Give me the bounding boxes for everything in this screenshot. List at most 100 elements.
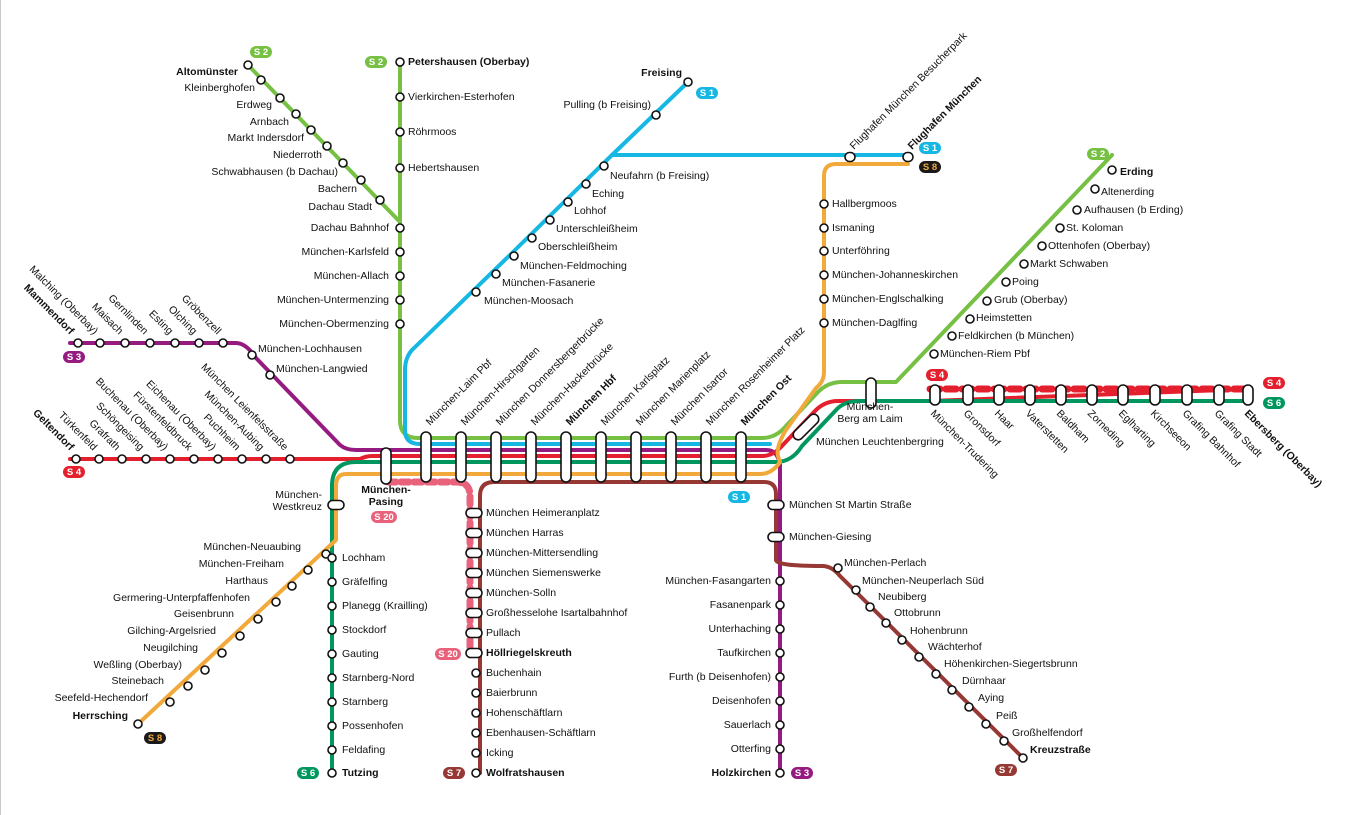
station-markt_schwaben[interactable] <box>1019 259 1029 269</box>
station-pasing[interactable] <box>380 447 392 485</box>
station-malching[interactable] <box>95 338 105 348</box>
station-mammendorf[interactable] <box>73 338 83 348</box>
station-fuerstenfeldbruck[interactable] <box>189 454 199 464</box>
station-hallbergmoos[interactable] <box>819 199 829 209</box>
station-ost[interactable] <box>735 431 747 483</box>
station-st_martin_strasse[interactable] <box>767 499 785 511</box>
station-dachau_bahnhof[interactable] <box>395 223 405 233</box>
station-flughafen_besucherpark[interactable] <box>844 151 856 163</box>
station-otterfing[interactable] <box>775 744 785 754</box>
station-roehrmoos[interactable] <box>395 127 405 137</box>
station-laim[interactable] <box>420 431 432 483</box>
station-johanneskirchen[interactable] <box>819 270 829 280</box>
station-eichenau[interactable] <box>213 454 223 464</box>
station-ottobrunn[interactable] <box>881 618 891 628</box>
station-hoellriegelskreuth[interactable] <box>465 647 483 659</box>
station-possenhofen[interactable] <box>327 721 337 731</box>
station-haar[interactable] <box>993 384 1005 406</box>
station-geltendorf[interactable] <box>71 454 81 464</box>
station-planegg[interactable] <box>327 601 337 611</box>
station-furth[interactable] <box>775 672 785 682</box>
station-perlach[interactable] <box>833 563 843 573</box>
station-erding[interactable] <box>1107 165 1117 175</box>
station-niederroth[interactable] <box>322 141 332 151</box>
station-duernhaar[interactable] <box>947 685 957 695</box>
station-bachern[interactable] <box>356 175 366 185</box>
station-vierkirchen[interactable] <box>395 92 405 102</box>
station-dachau_stadt[interactable] <box>375 195 385 205</box>
station-lochham[interactable] <box>327 553 337 563</box>
station-buchenau[interactable] <box>165 454 175 464</box>
station-freiham[interactable] <box>303 565 313 575</box>
station-isartor[interactable] <box>665 431 677 483</box>
station-karlsfeld[interactable] <box>395 247 405 257</box>
station-westkreuz[interactable] <box>327 499 345 511</box>
station-marienplatz[interactable] <box>630 431 642 483</box>
station-erdweg[interactable] <box>275 93 285 103</box>
station-baierbrunn[interactable] <box>471 688 481 698</box>
station-grafing_bahnhof[interactable] <box>1181 384 1193 406</box>
station-allach[interactable] <box>395 271 405 281</box>
station-eching[interactable] <box>581 179 591 189</box>
station-daglfing[interactable] <box>819 318 829 328</box>
station-wessling[interactable] <box>200 665 210 675</box>
station-lohhof[interactable] <box>563 197 573 207</box>
station-leienfelsstrasse[interactable] <box>285 454 295 464</box>
station-groebenzell[interactable] <box>218 338 228 348</box>
station-grafrath[interactable] <box>117 454 127 464</box>
station-obermenzing[interactable] <box>395 319 405 329</box>
station-giesing[interactable] <box>767 531 785 543</box>
station-neubiberg[interactable] <box>865 602 875 612</box>
station-esting[interactable] <box>170 338 180 348</box>
station-altenerding[interactable] <box>1090 184 1100 194</box>
station-markt_indersdorf[interactable] <box>306 125 316 135</box>
station-stockdorf[interactable] <box>327 625 337 635</box>
station-gauting[interactable] <box>327 649 337 659</box>
station-neuperlach_sued[interactable] <box>851 585 861 595</box>
station-harras[interactable] <box>465 527 483 539</box>
station-englschalking[interactable] <box>819 294 829 304</box>
station-hohenschaeftlarn[interactable] <box>471 708 481 718</box>
station-neugilching[interactable] <box>217 648 227 658</box>
station-hohenbrunn[interactable] <box>897 635 907 645</box>
station-ebersberg[interactable] <box>1242 384 1254 406</box>
station-gernlinden[interactable] <box>145 338 155 348</box>
station-lochhausen[interactable] <box>247 350 257 360</box>
station-wolfratshausen[interactable] <box>471 768 481 778</box>
station-st_koloman[interactable] <box>1055 223 1065 233</box>
station-aying[interactable] <box>964 702 974 712</box>
station-hebertshausen[interactable] <box>395 163 405 173</box>
station-olching[interactable] <box>194 338 204 348</box>
station-aufhausen[interactable] <box>1072 205 1082 215</box>
station-fasanerie[interactable] <box>491 269 501 279</box>
station-solln[interactable] <box>465 587 483 599</box>
station-sauerlach[interactable] <box>775 720 785 730</box>
station-eglharting[interactable] <box>1117 384 1129 406</box>
station-petershausen[interactable] <box>395 57 405 67</box>
station-arnbach[interactable] <box>291 109 301 119</box>
station-ottenhofen[interactable] <box>1037 241 1047 251</box>
station-hoehenkirchen[interactable] <box>931 669 941 679</box>
station-steinebach[interactable] <box>183 681 193 691</box>
station-seefeld[interactable] <box>165 697 175 707</box>
station-grosshelfendorf[interactable] <box>999 736 1009 746</box>
station-graefelfing[interactable] <box>327 577 337 587</box>
station-kleinberghofen[interactable] <box>256 75 266 85</box>
station-hackerbruecke[interactable] <box>525 431 537 483</box>
station-freising[interactable] <box>683 77 693 87</box>
station-moosach[interactable] <box>471 287 481 297</box>
station-pulling[interactable] <box>651 110 661 120</box>
station-poing[interactable] <box>1001 277 1011 287</box>
station-peiss[interactable] <box>981 719 991 729</box>
station-langwied[interactable] <box>265 370 275 380</box>
station-neufahrn[interactable] <box>599 161 609 171</box>
station-unterschleissheim[interactable] <box>545 215 555 225</box>
station-rosenheimer_platz[interactable] <box>700 431 712 483</box>
station-baldham[interactable] <box>1055 384 1067 406</box>
station-zorneding[interactable] <box>1086 384 1098 406</box>
station-altomuenster[interactable] <box>243 60 253 70</box>
station-flughafen[interactable] <box>902 151 914 163</box>
station-feldmoching[interactable] <box>509 251 519 261</box>
station-kreuzstrasse[interactable] <box>1018 753 1028 763</box>
station-waechterhof[interactable] <box>914 652 924 662</box>
